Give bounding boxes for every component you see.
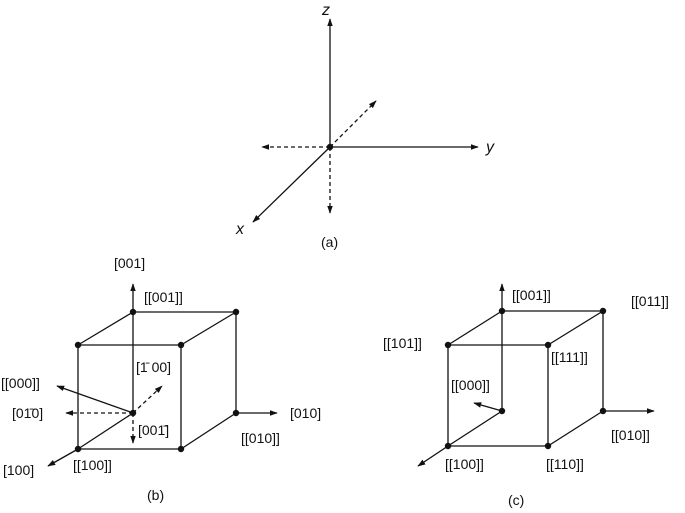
cube-b-edge — [180, 311, 237, 346]
vertex-dot — [232, 308, 240, 316]
vertex-dot — [74, 445, 82, 453]
vertex-dot — [444, 442, 452, 450]
pt-000-arrow — [56, 385, 134, 414]
vertex-dot — [232, 409, 240, 417]
cube-c-edge — [447, 410, 503, 447]
vertex-dot — [177, 445, 185, 453]
vertex-dot — [498, 407, 506, 415]
label-pt-000: [[000]] — [1, 375, 40, 391]
label-pt-100: [[100]] — [73, 457, 112, 473]
cube-b-edge — [77, 311, 134, 346]
cube-c-edge — [447, 310, 503, 346]
label-c-pt-001: [[001]] — [512, 287, 551, 303]
y-axis-label: y — [485, 139, 495, 156]
vertex-dot — [177, 341, 185, 349]
label-c-pt-011: [[011]] — [631, 293, 669, 309]
vertex-dot — [544, 442, 552, 450]
cube-c-edge — [547, 410, 604, 447]
vertex-dot — [599, 307, 607, 315]
c-pt-000-arrow — [473, 402, 503, 412]
vertex-dot — [129, 308, 137, 316]
c-x-arrow — [417, 445, 449, 467]
label-dir-0bar10: [01̄0] — [12, 405, 43, 421]
x-axis-label: x — [235, 221, 245, 238]
label-dir-bar100: [1̄ 00] — [136, 359, 171, 375]
label-c-pt-101: [[101]] — [383, 335, 422, 351]
dir-100-arrow — [47, 448, 79, 467]
dir-bar100-arrow — [132, 385, 163, 414]
label-c-pt-110: [[110]] — [546, 456, 584, 472]
neg-x-axis-arrow — [329, 100, 377, 148]
label-dir-100: [100] — [3, 462, 34, 478]
z-axis-label: z — [321, 2, 330, 19]
label-c-pt-100: [[100]] — [445, 456, 484, 472]
label-dir-001: [001] — [114, 255, 145, 271]
label-dir-00bar1: [001̄] — [138, 422, 169, 438]
label-pt-001: [[001]] — [144, 289, 183, 305]
vertex-dot — [544, 341, 552, 349]
vertex-dot — [498, 307, 506, 315]
vertex-dot — [599, 407, 607, 415]
panel-b-cube: [001] [[001]] [[000]] [1̄ 00] [01̄0] [01… — [1, 255, 321, 503]
caption-b: (b) — [147, 487, 164, 503]
cube-c-edge — [547, 310, 604, 346]
label-c-pt-000: [[000]] — [451, 377, 490, 393]
label-c-pt-111: [[111]] — [551, 349, 588, 365]
panel-a-axes: z y x (a) — [235, 2, 495, 250]
caption-a: (a) — [321, 234, 338, 250]
caption-c: (c) — [508, 492, 524, 508]
vertex-dot — [444, 341, 452, 349]
vertex-dot — [129, 409, 137, 417]
cube-b-edge — [77, 412, 134, 450]
vertex-dot — [74, 341, 82, 349]
panel-c-cube: [[001]] [[011]] [[101]] [[111]] [[000]] … — [383, 283, 669, 508]
origin-point — [326, 143, 334, 151]
cube-b-edge — [180, 412, 237, 450]
label-pt-010: [[010]] — [241, 430, 280, 446]
x-axis-arrow — [252, 146, 331, 223]
label-dir-010: [010] — [290, 405, 321, 421]
label-c-pt-010: [[010]] — [611, 427, 650, 443]
